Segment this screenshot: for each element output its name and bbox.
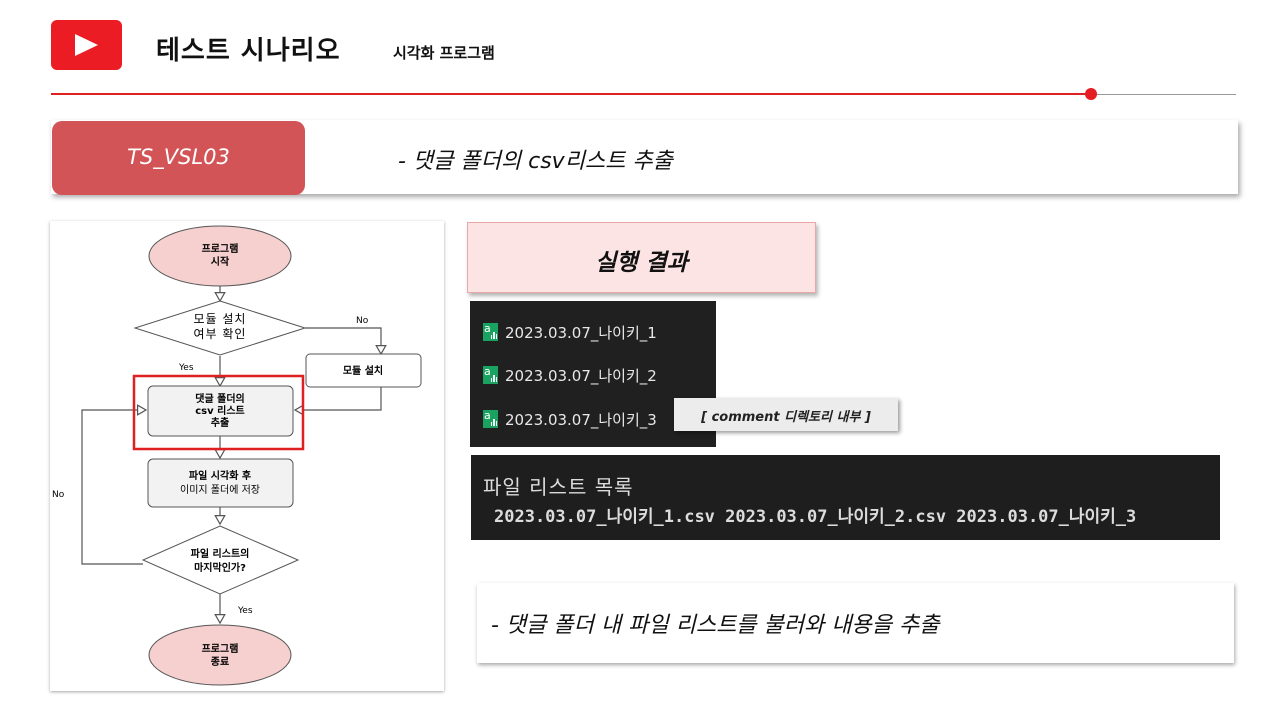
directory-tooltip: [ comment 디렉토리 내부 ]	[674, 398, 898, 431]
page-subtitle: 시각화 프로그램	[393, 44, 495, 62]
file-name: 2023.03.07_나이키_2	[505, 366, 657, 385]
flow-visualize-node: 파일 시각화 후 이미지 폴더에 저장	[147, 458, 294, 508]
csv-file-icon: a	[483, 366, 498, 384]
console-title: 파일 리스트 목록	[483, 475, 634, 499]
header-divider	[51, 93, 1091, 95]
flow-start-line2: 시작	[211, 255, 230, 268]
flow-end-node: 프로그램 종료	[148, 624, 292, 686]
result-heading: 실행 결과	[595, 250, 688, 276]
flow-extract-line2: csv 리스트	[195, 404, 244, 417]
flow-install-node: 모듈 설치	[305, 353, 422, 388]
flow-start-line1: 프로그램	[202, 243, 239, 255]
scenario-id: TS_VSL03	[127, 145, 230, 169]
flow-highlight-box	[132, 374, 305, 451]
flow-check-node: 모듈 설치 여부 확인	[133, 300, 307, 356]
flow-last-line2: 마지막인가?	[194, 561, 246, 574]
flow-start-node: 프로그램 시작	[148, 225, 292, 287]
flow-check-line1: 모듈 설치	[194, 312, 247, 326]
flow-extract-node: 댓글 폴더의 csv 리스트 추출	[147, 385, 294, 437]
result-description-box: - 댓글 폴더 내 파일 리스트를 불러와 내용을 추출	[477, 583, 1234, 663]
scenario-description: - 댓글 폴더의 csv리스트 추출	[398, 149, 673, 174]
page-title: 테스트 시나리오	[156, 36, 341, 66]
flow-last-node: 파일 리스트의 마지막인가?	[141, 525, 300, 595]
file-item-3[interactable]: a 2023.03.07_나이키_3	[483, 407, 657, 431]
play-logo-icon	[51, 20, 122, 70]
flow-end-line2: 종료	[211, 656, 229, 668]
scenario-id-tag: TS_VSL03	[52, 121, 305, 195]
flow-visualize-line1: 파일 시각화 후	[189, 469, 251, 482]
file-name: 2023.03.07_나이키_3	[505, 410, 657, 429]
result-description: - 댓글 폴더 내 파일 리스트를 불러와 내용을 추출	[491, 613, 940, 638]
flow-visualize-line2: 이미지 폴더에 저장	[180, 484, 260, 496]
flow-install-label: 모듈 설치	[343, 364, 383, 377]
flow-label-yes: Yes	[178, 363, 194, 373]
flow-check-line2: 여부 확인	[194, 327, 247, 341]
flow-last-line1: 파일 리스트의	[191, 547, 250, 560]
header-divider-tail	[1091, 93, 1236, 95]
result-heading-box: 실행 결과	[467, 222, 816, 293]
csv-file-icon: a	[483, 410, 498, 428]
flow-extract-line3: 추출	[211, 416, 229, 429]
file-item-2[interactable]: a 2023.03.07_나이키_2	[483, 363, 657, 387]
console-file-list: 2023.03.07_나이키_1.csv 2023.03.07_나이키_2.cs…	[494, 507, 1137, 527]
file-name: 2023.03.07_나이키_1	[505, 323, 657, 342]
flow-label-no: No	[356, 316, 369, 326]
flowchart-panel: 프로그램 시작 모듈 설치 여부 확인 No Yes 모듈 설치 댓글 폴더의 …	[50, 221, 444, 691]
header-divider-dot	[1085, 88, 1097, 100]
flow-end-line1: 프로그램	[202, 643, 239, 655]
csv-file-icon: a	[483, 323, 498, 341]
flow-extract-line1: 댓글 폴더의	[195, 392, 244, 405]
flow-label-yes-bottom: Yes	[237, 606, 253, 616]
console-output: 파일 리스트 목록 2023.03.07_나이키_1.csv 2023.03.0…	[471, 455, 1220, 540]
directory-tooltip-text: [ comment 디렉토리 내부 ]	[701, 410, 871, 425]
file-item-1[interactable]: a 2023.03.07_나이키_1	[483, 320, 657, 344]
flow-label-no-left: No	[52, 490, 65, 500]
file-explorer-panel: a 2023.03.07_나이키_1 a 2023.03.07_나이키_2 a …	[470, 301, 716, 447]
